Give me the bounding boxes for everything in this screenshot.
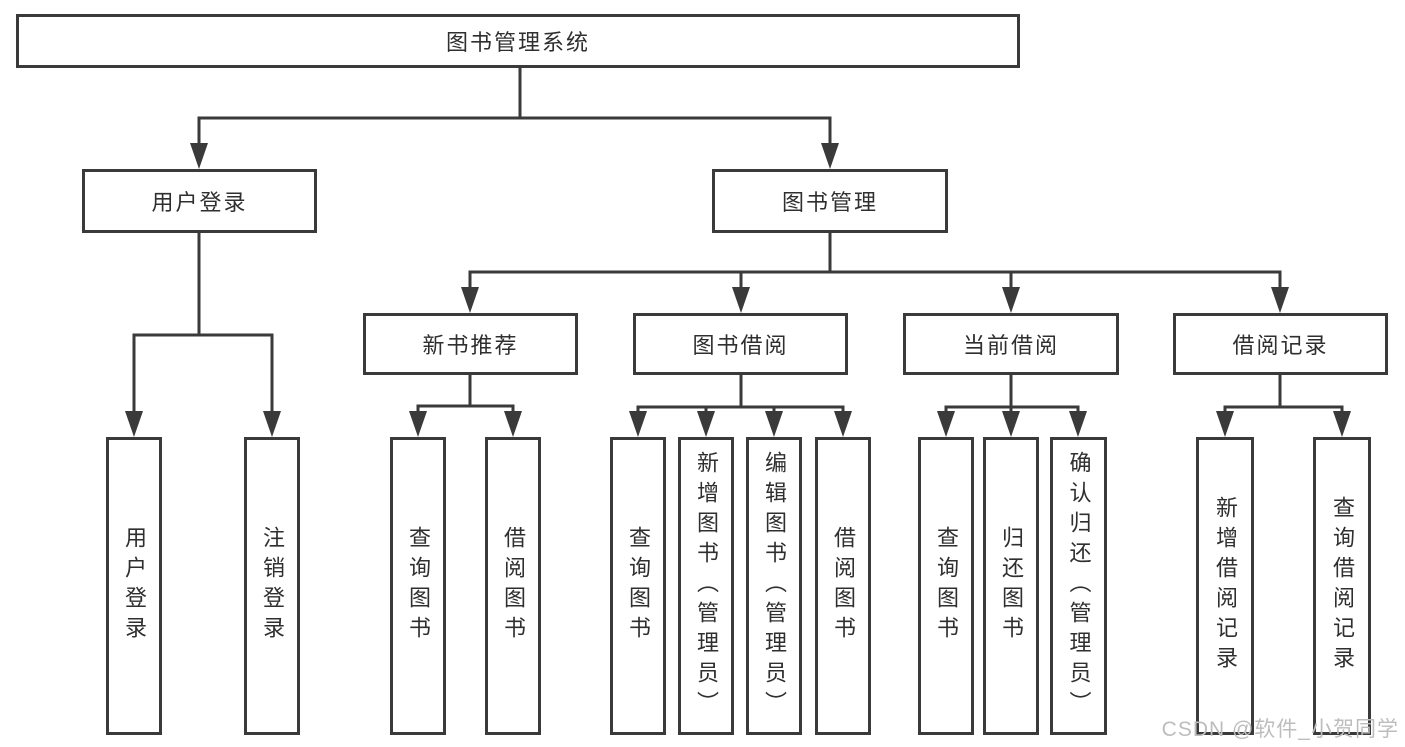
leaf-label: 注销登录 bbox=[260, 526, 285, 646]
node-label: 新书推荐 bbox=[422, 333, 519, 358]
connector-new-book-rec-children bbox=[416, 373, 515, 417]
leaf-query-book-borrow: 查询图书 bbox=[610, 437, 666, 735]
connector-user-login-children bbox=[132, 231, 274, 417]
leaf-label: 用户登录 bbox=[122, 526, 147, 646]
leaf-add-book-admin: 新增图书（管理员） bbox=[678, 437, 734, 735]
leaf-borrow-book: 借阅图书 bbox=[815, 437, 871, 735]
node-user-login: 用户登录 bbox=[82, 169, 317, 233]
leaf-label: 查询图书 bbox=[626, 526, 651, 646]
connector-root-to-level1 bbox=[197, 66, 832, 149]
connector-borrow-records-children bbox=[1223, 373, 1344, 417]
leaf-label: 查询图书 bbox=[934, 526, 959, 646]
leaf-label: 新增图书（管理员） bbox=[694, 451, 719, 721]
node-borrow-records: 借阅记录 bbox=[1173, 313, 1388, 375]
node-label: 当前借阅 bbox=[962, 333, 1059, 358]
leaf-query-book-current: 查询图书 bbox=[918, 437, 974, 735]
connector-book-borrow-children bbox=[636, 373, 845, 417]
leaf-label: 查询图书 bbox=[406, 526, 431, 646]
node-current-borrow: 当前借阅 bbox=[903, 313, 1119, 375]
node-root-system: 图书管理系统 bbox=[16, 14, 1020, 68]
leaf-query-borrow-record: 查询借阅记录 bbox=[1313, 437, 1371, 735]
leaf-user-login: 用户登录 bbox=[106, 437, 162, 735]
leaf-edit-book-admin: 编辑图书（管理员） bbox=[746, 437, 802, 735]
leaf-label: 查询借阅记录 bbox=[1330, 496, 1355, 676]
node-label: 图书借阅 bbox=[692, 333, 789, 358]
node-book-management: 图书管理 bbox=[712, 169, 948, 233]
leaf-label: 新增借阅记录 bbox=[1213, 496, 1238, 676]
leaf-label: 借阅图书 bbox=[831, 526, 856, 646]
node-book-borrow: 图书借阅 bbox=[633, 313, 848, 375]
leaf-label: 归还图书 bbox=[999, 526, 1024, 646]
arrowheads bbox=[125, 143, 1351, 437]
leaf-return-book: 归还图书 bbox=[983, 437, 1039, 735]
leaf-label: 编辑图书（管理员） bbox=[762, 451, 787, 721]
leaf-query-book-recommend: 查询图书 bbox=[390, 437, 446, 735]
connector-book-mgmt-children bbox=[468, 231, 1282, 293]
node-label: 用户登录 bbox=[151, 190, 248, 215]
csdn-watermark: CSDN @软件_小贺同学 bbox=[1161, 718, 1399, 741]
leaf-label: 确认归还（管理员） bbox=[1066, 451, 1092, 721]
leaf-add-borrow-record: 新增借阅记录 bbox=[1196, 437, 1254, 735]
leaf-confirm-return-admin: 确认归还（管理员） bbox=[1050, 437, 1107, 735]
leaf-borrow-book-recommend: 借阅图书 bbox=[485, 437, 541, 735]
node-label: 借阅记录 bbox=[1232, 333, 1329, 358]
leaf-logout: 注销登录 bbox=[244, 437, 300, 735]
node-label: 图书管理 bbox=[781, 190, 878, 215]
leaf-label: 借阅图书 bbox=[501, 526, 526, 646]
node-label: 图书管理系统 bbox=[445, 30, 590, 55]
connector-current-borrow-children bbox=[944, 373, 1080, 417]
node-new-book-recommend: 新书推荐 bbox=[363, 313, 578, 375]
